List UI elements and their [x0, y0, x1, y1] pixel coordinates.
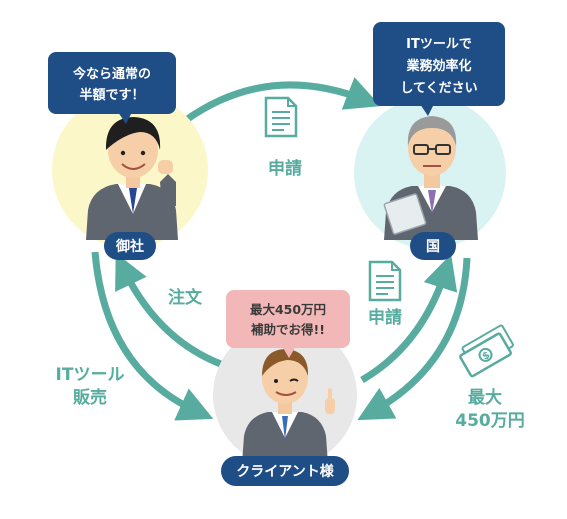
arrow-company-to-country	[183, 77, 381, 123]
svg-text:$: $	[481, 350, 493, 363]
flow-label-company-to-country: 申請	[268, 158, 302, 179]
application-document-icon	[264, 96, 298, 138]
company-label-pill	[104, 232, 156, 260]
country-label-pill	[410, 232, 456, 260]
country-speech-bubble: ITツールで 業務効率化 してください	[373, 22, 505, 116]
arrow-country-to-client	[357, 257, 471, 421]
company-label: 御社	[115, 238, 144, 255]
application-document-icon	[368, 260, 402, 302]
country-speech-line: してください	[400, 81, 477, 96]
flow-label-country-to-client: 最大	[468, 387, 502, 408]
client-label: クライアント様	[236, 463, 334, 480]
businessman-illustration	[86, 117, 178, 240]
client-speech-line: 最大450万円	[250, 302, 326, 317]
arrow-client-to-country	[360, 254, 458, 384]
country-label: 国	[426, 239, 440, 255]
client-speech-bubble: 最大450万円 補助でお得!!	[226, 290, 350, 358]
flow-label-country-to-client: 450万円	[455, 411, 525, 431]
flow-label-company-to-client: 販売	[73, 387, 107, 408]
arrow-client-to-company	[115, 252, 234, 372]
government-official-illustration	[383, 116, 478, 240]
company-actor: 御社	[52, 92, 208, 260]
client-label-pill	[221, 456, 349, 486]
client-speech-line: 補助でお得!!	[250, 322, 325, 337]
country-speech-line: 業務効率化	[405, 58, 471, 74]
client-man-illustration	[242, 349, 335, 464]
client-actor: クライアント様	[213, 323, 357, 486]
country-actor: 国	[354, 97, 506, 260]
country-speech-line: ITツールで	[406, 37, 472, 52]
company-speech-bubble: 今なら通常の 半額です！	[48, 52, 176, 124]
money-bills-icon: $	[459, 324, 514, 378]
company-speech-line: 半額です！	[79, 87, 144, 103]
flow-label-client-to-company: 注文	[168, 287, 203, 308]
flow-label-client-to-country: 申請	[368, 307, 402, 328]
company-speech-line: 今なら通常の	[72, 66, 151, 82]
arrow-company-to-client	[91, 251, 214, 421]
flow-label-company-to-client: ITツール	[56, 365, 125, 385]
